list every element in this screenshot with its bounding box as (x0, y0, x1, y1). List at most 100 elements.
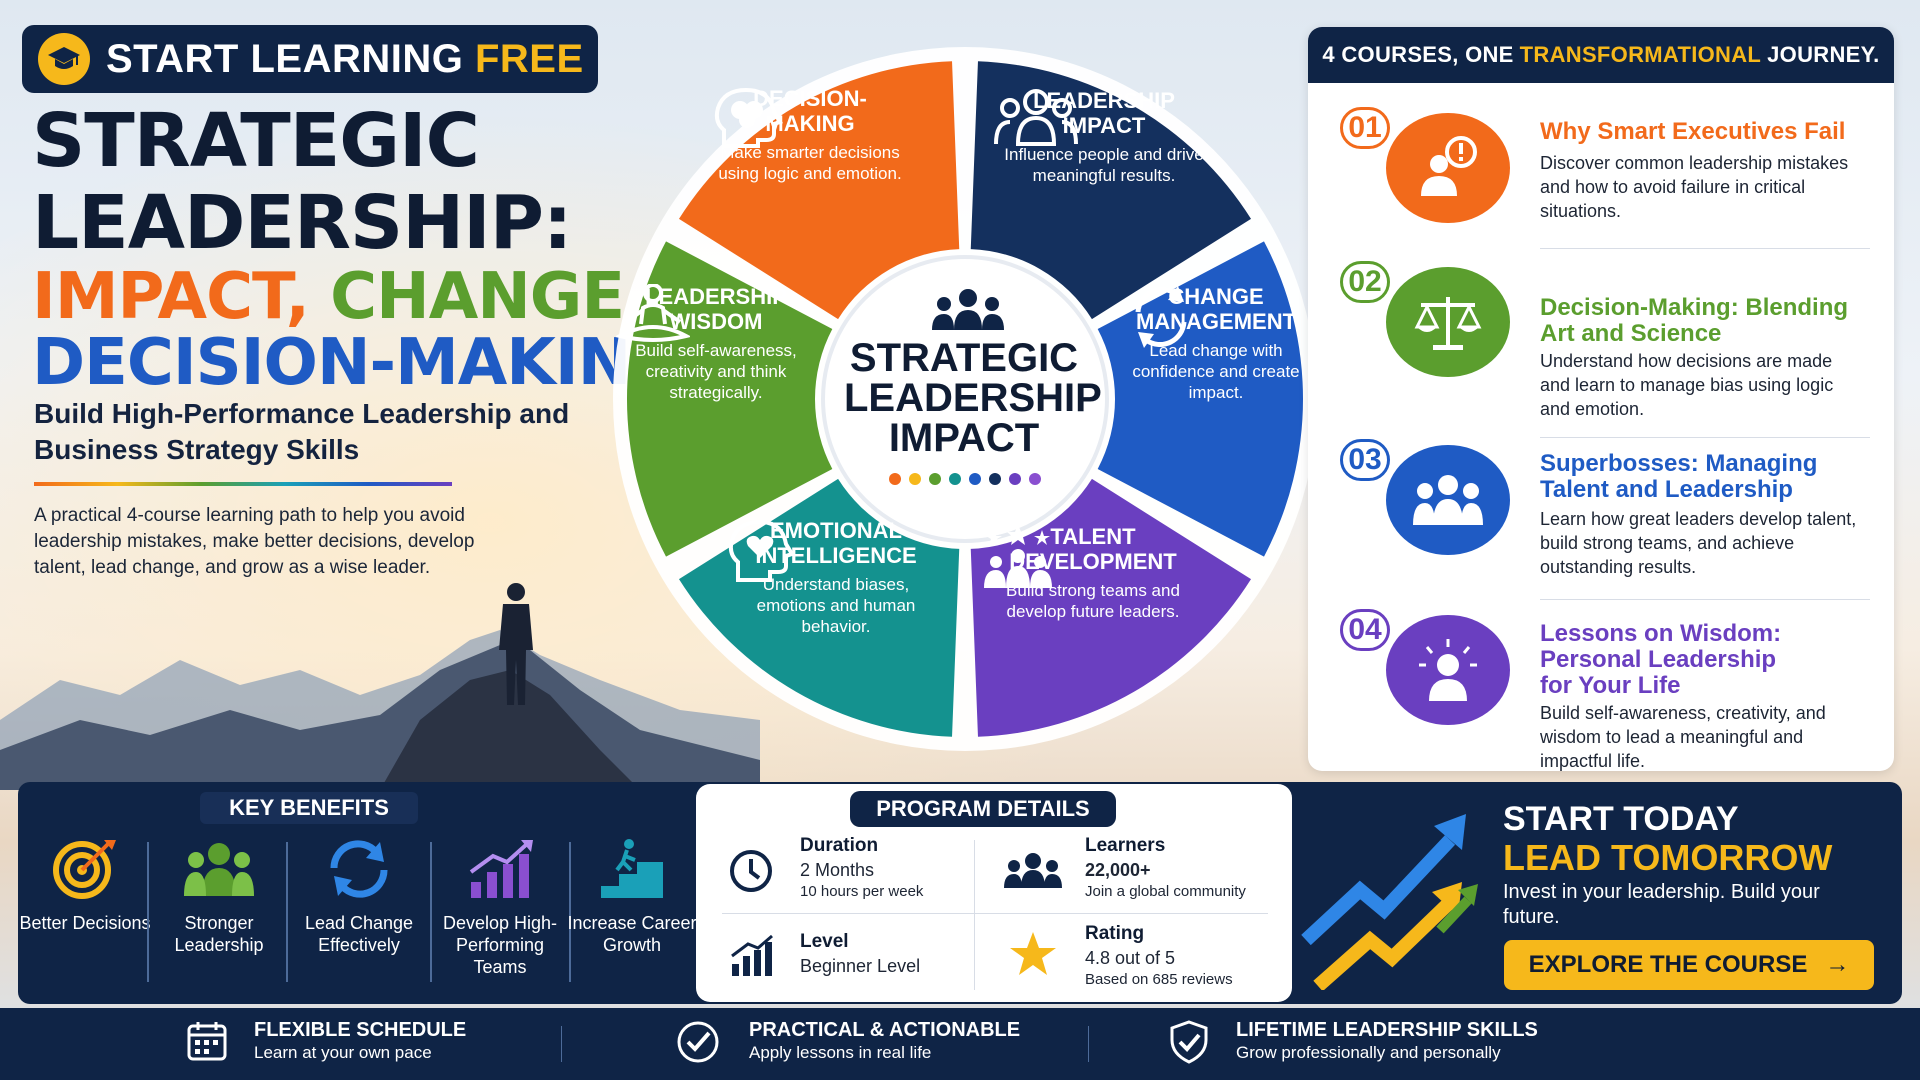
wheel-segment-change-management: CHANGE MANAGEMENT Lead change with confi… (1126, 284, 1306, 403)
divider (722, 913, 1268, 914)
person-silhouette (499, 583, 533, 705)
cta-lead-tomorrow: LEAD TOMORROW (1503, 837, 1833, 878)
subtitle: Build High-Performance Leadership and Bu… (34, 398, 570, 465)
team-icon (1386, 445, 1510, 555)
course-description: Build self-awareness, creativity, and wi… (1540, 703, 1826, 771)
cta-start-today: START TODAY (1503, 800, 1739, 838)
balance-scale-icon (1386, 267, 1510, 377)
course-title: Lessons on Wisdom: Personal Leadership f… (1540, 620, 1782, 699)
course-title: Why Smart Executives Fail (1540, 118, 1846, 145)
benefit-career-growth: Increase Career Growth (562, 838, 702, 956)
divider (1088, 1026, 1089, 1062)
wheel-segment-emotional-intelligence: EMOTIONAL INTELLIGENCE Understand biases… (726, 518, 946, 637)
start-learning-free-text: START LEARNING FREE (106, 36, 584, 81)
benefit-lead-change: Lead Change Effectively (289, 838, 429, 956)
intro-description: A practical 4-course learning path to he… (34, 505, 475, 578)
cta-description: Invest in your leadership. Build your fu… (1503, 881, 1820, 928)
check-circle-icon (677, 1021, 719, 1063)
title-line-leadership: LEADERSHIP: (32, 180, 573, 266)
wheel-center-title: STRATEGIC LEADERSHIP IMPACT (844, 336, 1102, 460)
course-card-03[interactable]: 03 Superbosses: Managing Talent and Lead… (1308, 439, 1894, 600)
stairs-climb-icon (601, 839, 663, 898)
program-level: Level Beginner Level (800, 931, 921, 976)
title-line-decision-making: DECISION-MAKING (32, 326, 683, 400)
wheel-segment-leadership-impact: LEADERSHIP IMPACT Influence people and d… (994, 88, 1214, 186)
key-benefits-label: KEY BENEFITS (200, 792, 418, 824)
wheel-segment-leadership-wisdom: LEADERSHIP WISDOM Build self-awareness, … (616, 284, 816, 403)
wheel-segment-shape (1097, 241, 1303, 557)
benefit-stronger-leadership: Stronger Leadership (149, 838, 289, 956)
enlightened-person-icon (1386, 615, 1510, 725)
course-number: 04 (1340, 609, 1390, 651)
program-duration: Duration 2 Months 10 hours per week (800, 835, 924, 900)
group-icon (184, 843, 254, 896)
course-description: Discover common leadership mistakes and … (1540, 153, 1849, 221)
graduation-cap-icon (38, 33, 90, 85)
divider (147, 842, 149, 982)
page-title: STRATEGIC LEADERSHIP: IMPACT, CHANGE & D… (32, 98, 701, 400)
star-icon (1010, 932, 1056, 975)
feature-flexible-schedule: FLEXIBLE SCHEDULE Learn at your own pace (254, 1019, 467, 1062)
color-dots (889, 473, 1041, 485)
title-line-strategic: STRATEGIC (32, 98, 480, 184)
course-title: Decision-Making: Blending Art and Scienc… (1540, 294, 1849, 347)
start-learning-free-badge[interactable]: START LEARNING FREE (22, 25, 598, 93)
wheel-segment-shape (678, 61, 960, 320)
clock-icon (730, 850, 772, 892)
calendar-icon (187, 1022, 227, 1061)
program-learners: Learners 22,000+ Join a global community (1085, 835, 1246, 900)
shield-check-icon (1170, 1020, 1208, 1064)
benefit-develop-teams: Develop High-Performing Teams (430, 838, 570, 978)
course-card-02[interactable]: 02 Decision-Making: Blending Art and Sci… (1308, 261, 1894, 438)
divider (561, 1026, 562, 1062)
mountain-landscape (0, 630, 760, 790)
growth-arrows-graphic (1301, 814, 1478, 990)
explore-course-button[interactable]: EXPLORE THE COURSE → (1504, 940, 1874, 990)
heart-head-icon (728, 519, 795, 582)
divider (569, 842, 571, 982)
arrow-right-icon: → (1825, 951, 1850, 978)
footer-strip (0, 1008, 1920, 1080)
star-team-icon (984, 524, 1052, 588)
explore-course-label: EXPLORE THE COURSE (1528, 951, 1808, 978)
growth-bars-icon (469, 840, 533, 898)
course-description: Understand how decisions are made and le… (1540, 351, 1834, 419)
cycle-arrows-icon (1135, 286, 1187, 348)
course-description: Learn how great leaders develop talent, … (1540, 509, 1857, 577)
meditation-icon (616, 284, 690, 342)
title-line-impact-change: IMPACT, CHANGE & (32, 260, 701, 334)
divider (430, 842, 432, 982)
team-icon (932, 289, 1004, 330)
course-card-01[interactable]: 01 Why Smart Executives Fail Discover co… (1308, 107, 1894, 257)
wheel-segment-decision-making: DECISION-MAKING Make smarter decisions u… (710, 86, 910, 184)
refresh-icon (330, 840, 388, 898)
course-number: 03 (1340, 439, 1390, 481)
bar-chart-icon (731, 934, 773, 976)
program-details-label: PROGRAM DETAILS (850, 791, 1116, 827)
course-number: 02 (1340, 261, 1390, 303)
feature-practical-actionable: PRACTICAL & ACTIONABLE Apply lessons in … (749, 1019, 1021, 1062)
divider (286, 842, 288, 982)
wheel-segment-shape (970, 61, 1252, 320)
course-card-04[interactable]: 04 Lessons on Wisdom: Personal Leadershi… (1308, 609, 1894, 771)
brain-head-icon (714, 87, 783, 148)
course-title: Superbosses: Managing Talent and Leaders… (1540, 450, 1818, 503)
leadership-wheel: STRATEGIC LEADERSHIP IMPACT DECISION-MAK… (598, 44, 1332, 754)
course-number: 01 (1340, 107, 1390, 149)
program-rating: Rating 4.8 out of 5 Based on 685 reviews (1085, 923, 1233, 988)
wheel-segment-shape (970, 478, 1252, 737)
benefit-better-decisions: Better Decisions (15, 838, 155, 934)
divider (1540, 248, 1870, 249)
group-icon (1004, 853, 1062, 888)
divider (974, 840, 975, 990)
warning-person-icon (1386, 113, 1510, 223)
feature-lifetime-skills: LIFETIME LEADERSHIP SKILLS Grow professi… (1236, 1019, 1538, 1062)
divider (1540, 599, 1870, 600)
target-icon (53, 840, 116, 899)
rainbow-divider (34, 482, 452, 486)
wheel-segment-talent-development: TALENT DEVELOPMENT Build strong teams an… (978, 524, 1208, 622)
divider (1540, 437, 1870, 438)
group-icon (994, 89, 1078, 146)
